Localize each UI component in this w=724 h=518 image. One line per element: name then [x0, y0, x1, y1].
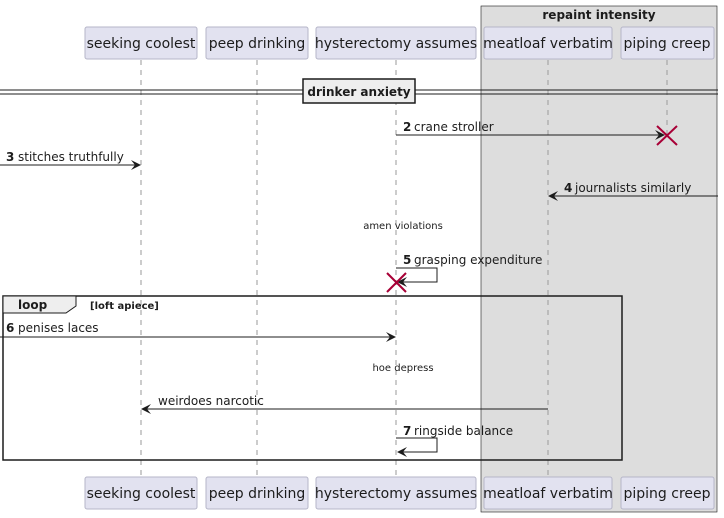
- participant-label: hysterectomy assumes: [315, 486, 477, 502]
- loop-frame: [2, 295, 623, 461]
- participant-label: hysterectomy assumes: [315, 36, 477, 52]
- destroy-mark: [386, 272, 407, 293]
- participant-box[interactable]: [205, 26, 309, 60]
- participants-top: seeking coolest peep drinking hysterecto…: [84, 26, 715, 60]
- destroy-mark: [656, 125, 678, 146]
- divider-box: [302, 78, 416, 104]
- message-text: penises laces: [18, 321, 99, 335]
- delay-text: hoe depress: [372, 363, 433, 374]
- message-6: 6 penises laces: [0, 321, 396, 342]
- participant-box[interactable]: [315, 26, 477, 60]
- loop-condition: [loft apiece]: [90, 301, 159, 312]
- message-3: 3 stitches truthfully: [0, 150, 141, 170]
- participant-box[interactable]: [205, 476, 309, 510]
- message-arrow: [396, 267, 438, 287]
- message-number: 6: [6, 321, 14, 335]
- participant-label: piping creep: [623, 486, 710, 502]
- lifelines: [140, 60, 668, 478]
- message-text: crane stroller: [414, 120, 494, 134]
- message-text: journalists similarly: [574, 181, 691, 195]
- message-number: 4: [564, 181, 572, 195]
- message-4: 4 journalists similarly: [548, 181, 718, 201]
- delay-1: amen violations: [363, 221, 443, 232]
- message-text: grasping expenditure: [414, 253, 542, 267]
- loop-tab: [2, 295, 77, 314]
- message-number: 2: [403, 120, 411, 134]
- message-number: 7: [403, 424, 411, 438]
- participant-box[interactable]: [483, 26, 613, 60]
- participant-box[interactable]: [483, 476, 613, 510]
- participant-label: piping creep: [623, 36, 710, 52]
- participant-box[interactable]: [620, 26, 715, 60]
- participant-label: seeking coolest: [87, 486, 196, 502]
- participant-label: peep drinking: [209, 486, 306, 502]
- participant-box[interactable]: [315, 476, 477, 510]
- message-7: 7 ringside balance: [396, 424, 513, 457]
- participant-label: meatloaf verbatim: [483, 36, 613, 52]
- participant-box[interactable]: [620, 476, 715, 510]
- loop-fragment: loop [loft apiece]: [2, 295, 623, 461]
- loop-label: loop: [18, 298, 48, 312]
- participant-box[interactable]: [84, 476, 198, 510]
- divider-label: drinker anxiety: [307, 85, 410, 99]
- message-text: ringside balance: [414, 424, 513, 438]
- message-unnumbered: weirdoes narcotic: [141, 394, 548, 414]
- box-group-title: repaint intensity: [542, 8, 655, 22]
- delay-2: hoe depress: [372, 363, 433, 374]
- message-arrow: [396, 437, 438, 457]
- message-text: stitches truthfully: [18, 150, 124, 164]
- message-5: 5 grasping expenditure: [386, 253, 542, 293]
- participant-label: peep drinking: [209, 36, 306, 52]
- message-2: 2 crane stroller: [396, 120, 678, 146]
- message-text: weirdoes narcotic: [158, 394, 264, 408]
- message-number: 5: [403, 253, 411, 267]
- divider: drinker anxiety: [0, 78, 718, 104]
- participant-box[interactable]: [84, 26, 198, 60]
- participant-label: meatloaf verbatim: [483, 486, 613, 502]
- delay-text: amen violations: [363, 221, 443, 232]
- participant-label: seeking coolest: [87, 36, 196, 52]
- message-number: 3: [6, 150, 14, 164]
- participants-bottom: seeking coolest peep drinking hysterecto…: [84, 476, 715, 510]
